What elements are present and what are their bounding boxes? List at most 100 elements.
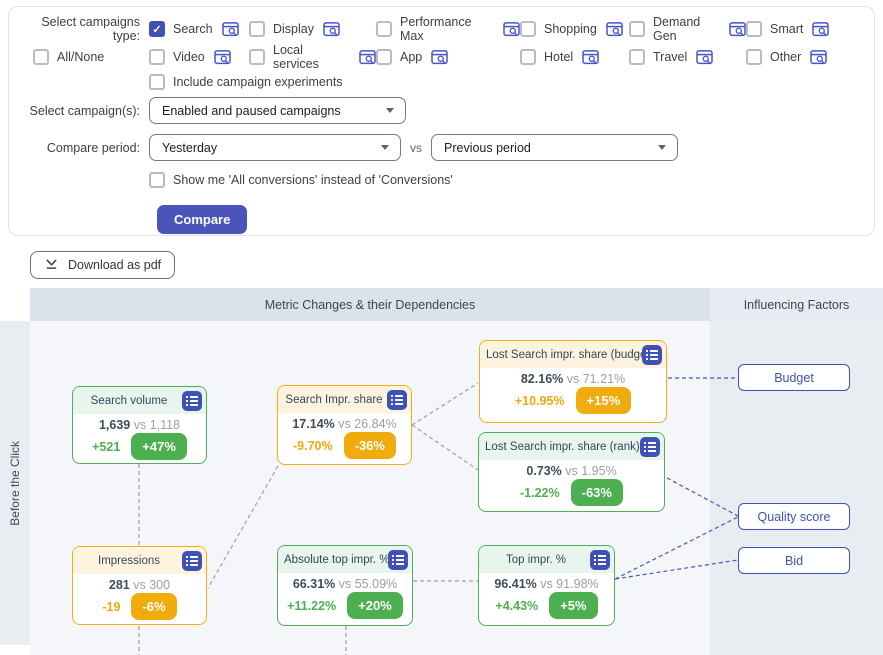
metric-values: 281 vs 300 (108, 578, 171, 592)
checkbox-all-none[interactable] (33, 49, 49, 65)
preview-icon[interactable] (214, 49, 231, 65)
campaign-type-other[interactable]: Other (746, 49, 864, 65)
period-to-dropdown[interactable]: Previous period (431, 134, 678, 161)
checkbox-performance-max[interactable] (376, 21, 392, 37)
metric-title: Top impr. % (505, 553, 567, 566)
metric-delta: -1.22% (520, 485, 560, 500)
campaign-select-dropdown[interactable]: Enabled and paused campaigns (149, 97, 406, 124)
metric-title: Search Impr. share (285, 393, 383, 406)
campaign-type-label: Display (273, 22, 314, 36)
campaign-type-label: Search (173, 22, 213, 36)
checkbox-demand-gen[interactable] (629, 21, 645, 37)
metric-values: 0.73% vs 1.95% (526, 464, 617, 478)
metric-card-search-volume: Search volume 1,639 vs 1,118 +521+47% (72, 386, 207, 464)
metric-delta: -19 (102, 599, 121, 614)
campaign-type-performance-max[interactable]: Performance Max (376, 15, 520, 43)
list-icon-button[interactable] (590, 549, 610, 570)
preview-icon[interactable] (582, 49, 599, 65)
campaign-type-app[interactable]: App (376, 49, 520, 65)
list-icon-button[interactable] (642, 344, 662, 365)
vs-label: vs (410, 140, 422, 155)
checkbox-all-conversions[interactable] (149, 172, 165, 188)
metric-values: 66.31% vs 55.09% (292, 577, 398, 591)
compare-button[interactable]: Compare (157, 205, 248, 234)
campaign-types-label: Select campaigns type: (41, 15, 140, 43)
metric-card-search-impr-share: Search Impr. share 17.14% vs 26.84% -9.7… (277, 385, 412, 465)
list-icon-button[interactable] (640, 436, 660, 457)
metric-dependency-diagram: Metric Changes & their Dependencies Infl… (0, 288, 883, 655)
metric-title: Lost Search impr. share (budget) (486, 348, 654, 361)
campaign-type-shopping[interactable]: Shopping (520, 21, 629, 37)
checkbox-travel[interactable] (629, 49, 645, 65)
metric-pct-badge: -63% (570, 479, 623, 506)
preview-icon[interactable] (812, 21, 830, 37)
list-icon-button[interactable] (182, 550, 202, 571)
diagram-header-factors: Influencing Factors (710, 288, 883, 321)
metric-title: Lost Search impr. share (rank) (485, 440, 640, 453)
checkbox-shopping[interactable] (520, 21, 536, 37)
metric-delta: -9.70% (293, 438, 333, 453)
factor-budget[interactable]: Budget (738, 364, 850, 391)
metric-card-absolute-top-impr: Absolute top impr. % 66.31% vs 55.09% +1… (277, 545, 413, 626)
checkbox-search[interactable]: ✓ (149, 21, 165, 37)
metric-pct-badge: +47% (131, 433, 187, 460)
factor-quality-score[interactable]: Quality score (738, 503, 850, 530)
campaign-type-label: App (400, 50, 423, 64)
list-icon-button[interactable] (182, 390, 202, 411)
checkbox-app[interactable] (376, 49, 392, 65)
checkbox-local-services[interactable] (249, 49, 265, 65)
metric-title: Absolute top impr. % (284, 553, 390, 566)
metric-card-lost-impr-share-rank: Lost Search impr. share (rank) 0.73% vs … (478, 432, 665, 512)
include-experiments-checkbox-item[interactable]: Include campaign experiments (149, 74, 864, 90)
campaign-select-value: Enabled and paused campaigns (162, 103, 341, 118)
campaign-type-hotel[interactable]: Hotel (520, 49, 629, 65)
period-from-dropdown[interactable]: Yesterday (149, 134, 401, 161)
campaign-type-label: Video (173, 50, 205, 64)
checkbox-other[interactable] (746, 49, 762, 65)
preview-icon[interactable] (606, 21, 623, 37)
checkbox-hotel[interactable] (520, 49, 536, 65)
all-conversions-checkbox-item[interactable]: Show me 'All conversions' instead of 'Co… (149, 172, 864, 188)
campaign-type-label: Hotel (544, 50, 574, 64)
checkbox-video[interactable] (149, 49, 165, 65)
list-icon-button[interactable] (388, 549, 408, 570)
campaign-type-all-none[interactable]: All/None (33, 49, 149, 65)
preview-icon[interactable] (696, 49, 714, 65)
checkbox-smart[interactable] (746, 21, 762, 37)
metric-card-impressions: Impressions 281 vs 300 -19-6% (72, 546, 207, 625)
campaign-type-local-services[interactable]: Local services (249, 43, 376, 71)
chevron-down-icon (381, 145, 389, 150)
campaign-type-travel[interactable]: Travel (629, 49, 746, 65)
campaign-type-label: Travel (653, 50, 688, 64)
metric-pct-badge: +20% (347, 592, 403, 619)
checkbox-display[interactable] (249, 21, 265, 37)
metric-delta: +521 (92, 439, 121, 454)
metric-card-top-impr: Top impr. % 96.41% vs 91.98% +4.43%+5% (478, 545, 615, 626)
preview-icon[interactable] (323, 21, 340, 37)
preview-icon[interactable] (503, 21, 520, 37)
factor-bid[interactable]: Bid (738, 547, 850, 574)
compare-period-label: Compare period: (46, 140, 140, 155)
download-icon (44, 258, 59, 272)
campaign-type-video[interactable]: Video (149, 49, 249, 65)
preview-icon[interactable] (729, 21, 746, 37)
campaign-type-demand-gen[interactable]: Demand Gen (629, 15, 746, 43)
campaign-type-smart[interactable]: Smart (746, 21, 864, 37)
campaign-type-label: Local services (273, 43, 319, 71)
list-icon-button[interactable] (387, 389, 407, 410)
preview-icon[interactable] (431, 49, 448, 65)
download-pdf-button[interactable]: Download as pdf (30, 251, 176, 279)
campaign-type-display[interactable]: Display (249, 21, 376, 37)
all-conversions-label: Show me 'All conversions' instead of 'Co… (173, 173, 453, 187)
chevron-down-icon (658, 145, 666, 150)
preview-icon[interactable] (359, 49, 376, 65)
diagram-header-metrics: Metric Changes & their Dependencies (30, 288, 710, 321)
period-from-value: Yesterday (162, 140, 218, 155)
campaign-type-search[interactable]: ✓ Search (149, 21, 249, 37)
campaign-type-label: All/None (57, 50, 105, 64)
chevron-down-icon (386, 108, 394, 113)
checkbox-include-experiments[interactable] (149, 74, 165, 90)
metric-delta: +11.22% (287, 598, 337, 613)
preview-icon[interactable] (810, 49, 828, 65)
preview-icon[interactable] (221, 21, 239, 37)
